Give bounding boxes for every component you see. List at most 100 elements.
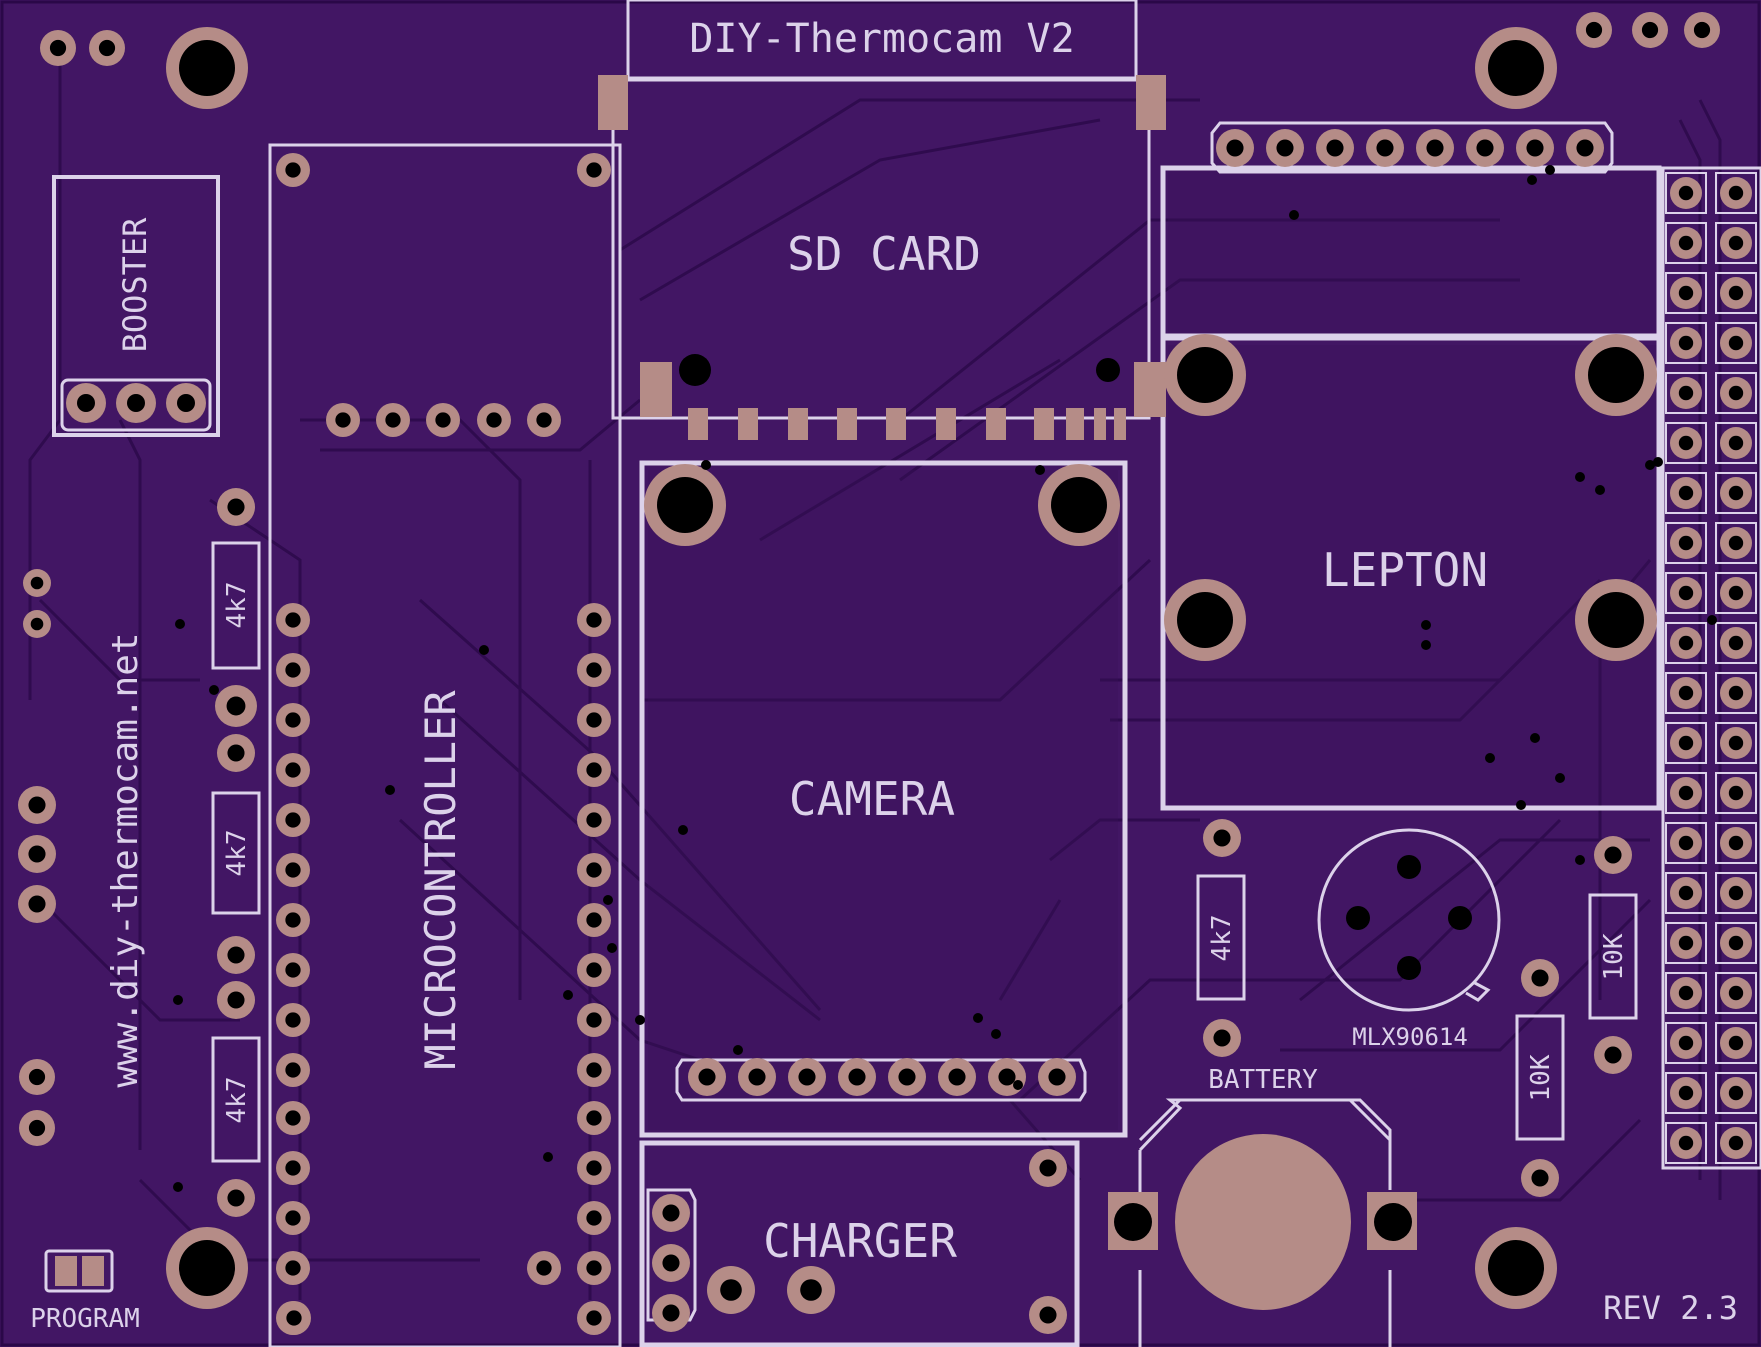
header-cell [1665,222,1707,264]
via [1035,465,1045,475]
pad-drill [49,39,67,57]
sensor-outline [1317,828,1501,1012]
pad-drill [586,1310,602,1326]
pad-drill [1531,969,1549,987]
header-cell [1665,872,1707,914]
mounting-hole [179,40,235,96]
camera-header-outline [675,1058,1087,1102]
pad-drill [1376,139,1394,157]
pad-drill [285,862,301,878]
pad-drill [1728,985,1744,1001]
sd-card-label: SD CARD [787,227,981,281]
via [1485,753,1495,763]
header-cell [1665,772,1707,814]
header-cell [1665,522,1707,564]
pad-drill [1426,139,1444,157]
pad-drill [1678,185,1694,201]
camera-label: CAMERA [789,772,955,826]
pad-drill [285,1110,301,1126]
pad-drill [586,712,602,728]
header-cell [1665,422,1707,464]
pad-drill [177,394,195,412]
pad-drill [1728,635,1744,651]
pad-drill [1728,285,1744,301]
pad-drill [586,762,602,778]
pad-drill [435,412,451,428]
mounting-hole [1488,40,1544,96]
pad-drill [77,394,95,412]
pad-drill [698,1068,716,1086]
pad-drill [586,1110,602,1126]
sd-locating-hole [1096,358,1120,382]
pad-drill [1213,829,1231,847]
pad-drill [28,1119,46,1137]
via [1555,773,1565,783]
sensor-tab [1465,980,1491,1002]
camera-outline [639,460,1128,1138]
pad-drill [536,1260,552,1276]
resistor-label-6: 10K [1526,1054,1556,1101]
pad-drill [226,696,246,716]
battery-label: BATTERY [1208,1065,1318,1095]
header-cell [1715,422,1757,464]
via [1545,165,1555,175]
via [607,943,617,953]
pad-drill [28,796,46,814]
pad-drill [1678,335,1694,351]
pad-drill [1728,935,1744,951]
pad-drill [1728,1085,1744,1101]
mounting-holes [166,27,1657,1309]
via [1530,733,1540,743]
pad-drill [586,862,602,878]
pad-drill [586,912,602,928]
header-cell [1715,1022,1757,1064]
pad-drill [1641,21,1659,39]
right-header-outline [1661,166,1761,1170]
pad-drill [1728,535,1744,551]
pad-drill [28,845,46,863]
header-cell [1665,972,1707,1014]
header-cell [1665,1122,1707,1164]
pad-drill [1728,485,1744,501]
header-cell [1715,922,1757,964]
via [1575,472,1585,482]
via [1289,210,1299,220]
header-cell [1665,672,1707,714]
pad-drill [798,1068,816,1086]
pad-drill [1728,235,1744,251]
header-cell [1665,322,1707,364]
sd-pad-br [1134,362,1166,417]
pad-drill [285,762,301,778]
header-cell [1715,522,1757,564]
resistor-outline-2 [211,791,261,915]
pad-drill [1039,1306,1057,1324]
pad-drill [1728,735,1744,751]
via [1575,855,1585,865]
via [173,995,183,1005]
header-cell [1665,722,1707,764]
pad-drill [1693,21,1711,39]
sensor-pin [1397,855,1421,879]
pad-drill [948,1068,966,1086]
battery-hole [1114,1203,1152,1241]
pad-drill [1604,846,1622,864]
pad-drill [1728,835,1744,851]
pad-drill [1276,139,1294,157]
pad-drill [1678,685,1694,701]
pad-drill [227,946,245,964]
pad-drill [586,1012,602,1028]
pad-drill [1728,585,1744,601]
pad-drill [227,744,245,762]
pad-drill [285,1210,301,1226]
pad-drill [586,612,602,628]
program-jumper-outline [44,1249,114,1293]
pad-drill [800,1279,822,1301]
pad-drill [30,576,44,590]
via [563,990,573,1000]
sensor-pin [1448,906,1472,930]
resistor-label-5: 10K [1599,933,1629,980]
header-cell [1715,272,1757,314]
pad-drill [898,1068,916,1086]
lepton-label: LEPTON [1322,543,1488,597]
sensor-label: MLX90614 [1352,1023,1468,1051]
